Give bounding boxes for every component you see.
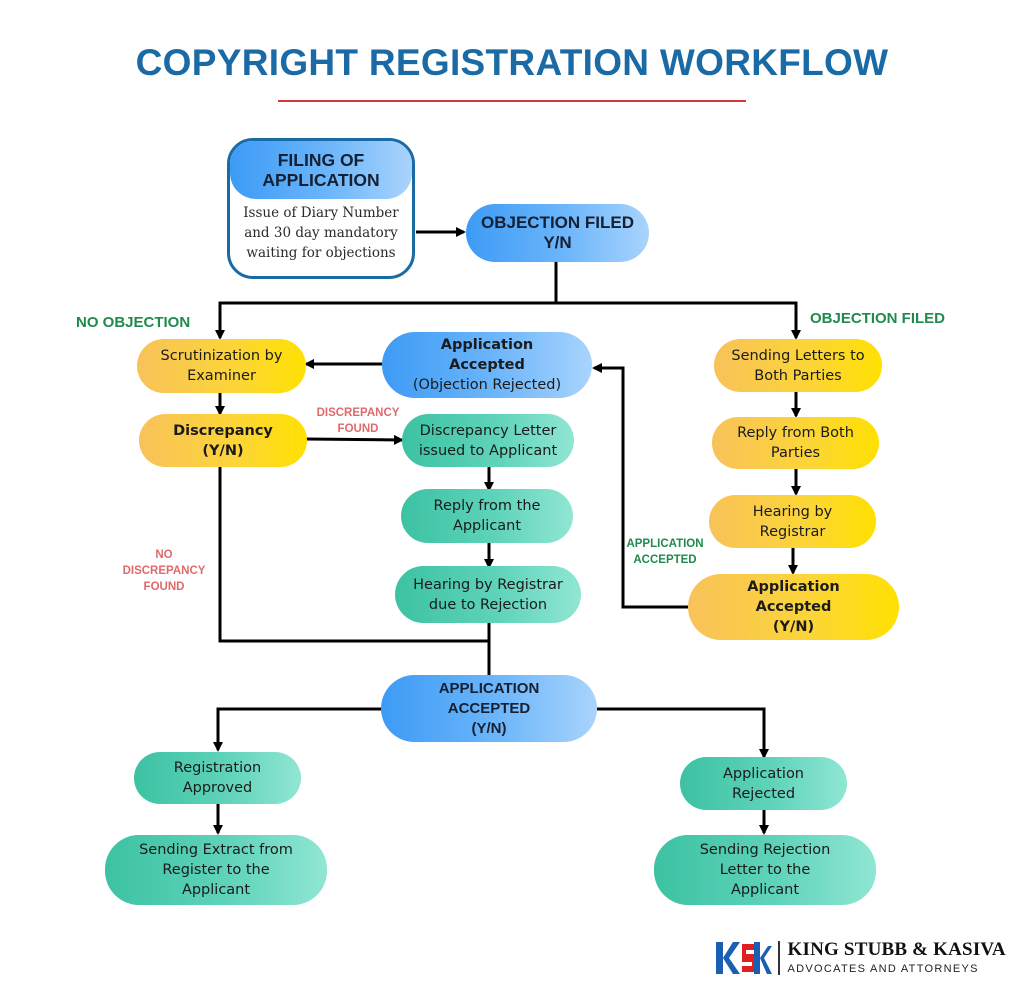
label-line: DISCREPANCY bbox=[122, 565, 206, 577]
logo-divider bbox=[778, 941, 780, 975]
node-line: (Objection Rejected) bbox=[412, 377, 562, 393]
filing-heading-line1: FILING OF bbox=[277, 150, 365, 170]
edge-no-discrepancy bbox=[218, 466, 489, 643]
node-line: Registration bbox=[173, 760, 262, 776]
page-title: COPYRIGHT REGISTRATION WORKFLOW bbox=[135, 42, 889, 83]
label-line: ACCEPTED bbox=[633, 554, 697, 566]
edge-discrepancy-found bbox=[305, 434, 404, 445]
node-line: Parties bbox=[770, 445, 821, 461]
node-line: Applicant bbox=[452, 518, 522, 534]
node-line: Hearing by Registrar bbox=[413, 576, 563, 593]
sending-extract-node: Sending Extract from Register to the App… bbox=[105, 835, 327, 905]
node-line: Examiner bbox=[187, 368, 256, 384]
firm-logo: KING STUBB & KASIVA ADVOCATES AND ATTORN… bbox=[716, 940, 1006, 976]
edge-objection-split bbox=[215, 262, 558, 340]
discrepancy-decision-node: Discrepancy (Y/N) bbox=[139, 414, 307, 467]
objection-filed-decision-node: OBJECTION FILED Y/N bbox=[466, 204, 649, 262]
firm-tagline: ADVOCATES AND ATTORNEYS bbox=[787, 963, 979, 975]
node-line: Accepted bbox=[449, 357, 525, 373]
node-line: Scrutinization by bbox=[160, 348, 283, 364]
hearing-by-registrar-node: Hearing by Registrar bbox=[709, 495, 876, 548]
filing-of-application-node: FILING OF APPLICATION Issue of Diary Num… bbox=[227, 138, 415, 279]
node-line: Sending Letters to bbox=[731, 347, 865, 364]
firm-name: KING STUBB & KASIVA bbox=[787, 939, 1006, 960]
label-line: NO bbox=[155, 549, 173, 561]
edge-final-to-approved bbox=[213, 707, 382, 752]
application-accepted-label: APPLICATION ACCEPTED bbox=[620, 536, 710, 568]
node-line: ACCEPTED bbox=[447, 699, 531, 717]
node-line: Applicant bbox=[181, 882, 251, 898]
application-rejected-node: Application Rejected bbox=[680, 757, 847, 810]
objection-filed-label: OBJECTION FILED bbox=[810, 310, 946, 327]
logo-text: KING STUBB & KASIVA ADVOCATES AND ATTORN… bbox=[788, 940, 1006, 976]
node-line: (Y/N) bbox=[772, 619, 815, 635]
node-line: Approved bbox=[182, 780, 253, 796]
node-line: Discrepancy Letter bbox=[419, 422, 557, 439]
node-line: due to Rejection bbox=[428, 596, 548, 613]
label-line: FOUND bbox=[143, 581, 185, 593]
edge-app-accepted-loop bbox=[592, 363, 688, 609]
label-line: DISCREPANCY bbox=[316, 407, 400, 419]
discrepancy-found-label: DISCREPANCY FOUND bbox=[312, 405, 404, 437]
accepted-objection-rejected-node: Application Accepted (Objection Rejected… bbox=[382, 332, 592, 398]
node-line: Register to the bbox=[162, 862, 270, 878]
node-line: Y/N bbox=[543, 233, 572, 252]
node-line: Both Parties bbox=[754, 367, 842, 384]
reply-from-both-parties-node: Reply from Both Parties bbox=[712, 417, 879, 469]
sending-rejection-letter-node: Sending Rejection Letter to the Applican… bbox=[654, 835, 876, 905]
ksk-logo-icon bbox=[716, 940, 772, 976]
node-line: Reply from Both bbox=[737, 425, 854, 441]
node-line: Hearing by bbox=[752, 503, 833, 520]
filing-heading-line2: APPLICATION bbox=[262, 170, 380, 190]
sending-letters-node: Sending Letters to Both Parties bbox=[714, 339, 882, 392]
node-line: Registrar bbox=[759, 523, 826, 540]
no-discrepancy-found-label: NO DISCREPANCY FOUND bbox=[118, 547, 210, 595]
node-line: APPLICATION bbox=[438, 679, 540, 697]
edge-final-to-rejected bbox=[597, 707, 769, 759]
node-line: Sending Extract from bbox=[139, 842, 293, 858]
application-accepted-final-decision-node: APPLICATION ACCEPTED (Y/N) bbox=[381, 675, 597, 742]
filing-description: Issue of Diary Number and 30 day mandato… bbox=[230, 203, 412, 263]
filing-heading: FILING OF APPLICATION bbox=[230, 141, 412, 199]
filing-body-line1: Issue of Diary Number bbox=[243, 205, 399, 221]
filing-body-line3: waiting for objections bbox=[246, 245, 396, 261]
discrepancy-letter-node: Discrepancy Letter issued to Applicant bbox=[402, 414, 574, 467]
node-line: OBJECTION FILED bbox=[480, 213, 634, 232]
edge-objection-right bbox=[556, 301, 801, 340]
node-line: Discrepancy bbox=[173, 422, 273, 439]
node-line: Letter to the bbox=[719, 862, 811, 878]
application-accepted-decision-right-node: Application Accepted (Y/N) bbox=[688, 574, 899, 640]
node-line: issued to Applicant bbox=[418, 442, 558, 459]
registration-approved-node: Registration Approved bbox=[134, 752, 301, 804]
node-line: (Y/N) bbox=[202, 442, 244, 459]
node-line: Application bbox=[440, 337, 534, 353]
title-underline bbox=[278, 100, 746, 102]
no-objection-label: NO OBJECTION bbox=[76, 314, 191, 331]
reply-from-applicant-node: Reply from the Applicant bbox=[401, 489, 573, 543]
hearing-due-to-rejection-node: Hearing by Registrar due to Rejection bbox=[395, 566, 581, 623]
label-line: APPLICATION bbox=[626, 538, 704, 550]
label-line: FOUND bbox=[337, 423, 379, 435]
node-line: Applicant bbox=[730, 882, 800, 898]
filing-body-line2: and 30 day mandatory bbox=[244, 225, 398, 241]
node-line: Application bbox=[747, 579, 840, 595]
node-line: Rejected bbox=[731, 785, 796, 802]
node-line: Reply from the bbox=[433, 498, 541, 514]
node-line: Application bbox=[722, 765, 805, 782]
node-line: Sending Rejection bbox=[699, 842, 831, 858]
node-line: Accepted bbox=[755, 599, 832, 615]
node-line: (Y/N) bbox=[471, 719, 507, 737]
scrutinization-node: Scrutinization by Examiner bbox=[137, 339, 306, 393]
